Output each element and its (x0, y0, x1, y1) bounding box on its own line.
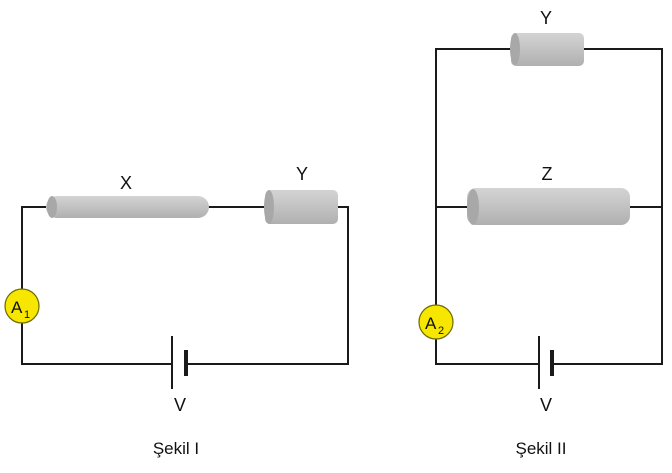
resistor-y-2-label: Y (540, 8, 552, 28)
wires-figure-1 (21, 206, 349, 365)
resistor-y-2 (510, 33, 584, 66)
resistor-x-end (47, 196, 57, 218)
resistor-z (467, 188, 630, 225)
figure-1-caption: Şekil I (153, 439, 199, 458)
battery-1-label: V (174, 395, 186, 415)
figure-2-caption: Şekil II (515, 439, 566, 458)
wire-left-top-1 (21, 206, 46, 290)
resistor-z-label: Z (542, 164, 553, 184)
circuit-figure-2: Y Z A 2 V Şekil II (418, 8, 663, 458)
resistor-y-2-end (510, 33, 520, 65)
resistor-y-1 (264, 190, 338, 224)
ammeter-a1-letter: A (11, 298, 23, 317)
resistor-x-label: X (120, 173, 132, 193)
resistor-y-1-label: Y (296, 164, 308, 184)
wire-bottom-left-2 (435, 338, 539, 365)
ammeter-a1-index: 1 (24, 309, 30, 321)
battery-2 (538, 336, 554, 389)
resistor-x-body (46, 196, 209, 218)
ammeter-a2-dial (418, 304, 454, 340)
circuit-figure-1: X Y A 1 V Şekil I (4, 164, 349, 458)
resistor-z-body (467, 188, 630, 225)
resistor-y-1-body (265, 190, 338, 224)
battery-2-label: V (540, 395, 552, 415)
ammeter-a2-letter: A (425, 314, 437, 333)
resistor-y-2-body (511, 33, 584, 66)
wires-figure-2 (435, 48, 663, 365)
ammeter-a1: A 1 (4, 288, 40, 324)
resistor-x (46, 196, 209, 218)
wire-bottom-left-1 (21, 322, 172, 365)
resistor-z-end (467, 189, 479, 225)
wire-left-branch-2 (435, 48, 511, 306)
resistor-y-1-end (264, 190, 274, 224)
battery-1 (171, 336, 188, 389)
ammeter-a1-dial (4, 288, 40, 324)
ammeter-a2-index: 2 (438, 325, 444, 337)
ammeter-a2: A 2 (418, 304, 454, 340)
wire-right-1 (186, 206, 349, 365)
